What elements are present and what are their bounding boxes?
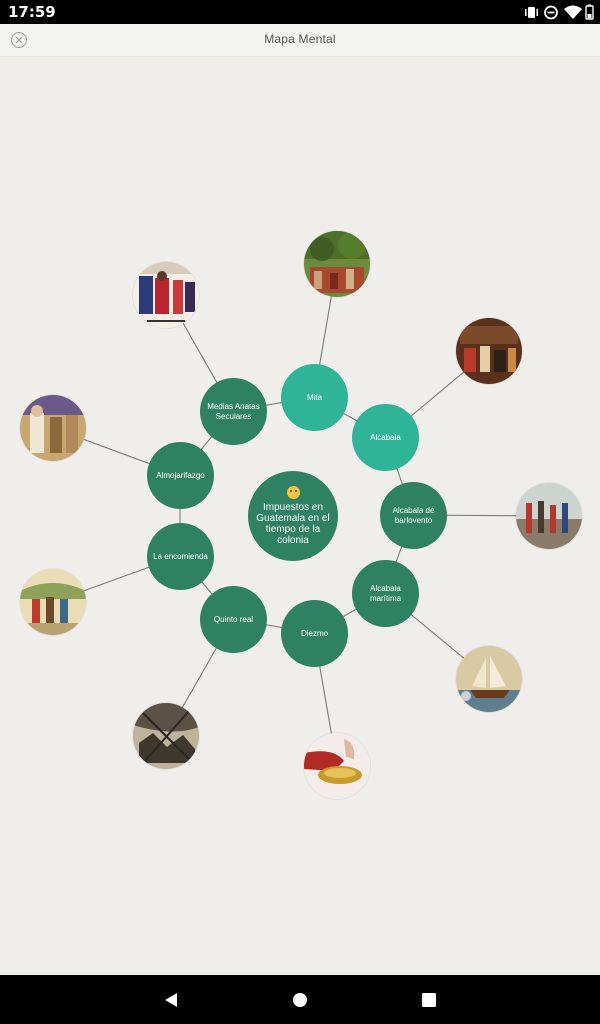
indigenous-labor-image[interactable]: [304, 231, 370, 297]
node-alcabala-barlovento[interactable]: Alcabala de barlovento: [380, 482, 447, 549]
node-alcabala-label: Alcabala: [370, 432, 401, 442]
node-quinto-real[interactable]: Quinto real: [200, 586, 267, 653]
status-bar: 17:59: [0, 0, 600, 24]
node-quinto-real-label: Quinto real: [213, 614, 254, 624]
node-la-encomienda-label: La encomienda: [153, 551, 208, 561]
node-alcabala[interactable]: Alcabala: [352, 404, 419, 471]
node-alcabala-maritima-label: Alcabala marítima: [369, 584, 402, 603]
status-icons: [524, 4, 594, 20]
center-topic-label: Impuestos en Guatemala en el tiempo de l…: [256, 502, 330, 546]
recents-icon[interactable]: [421, 992, 437, 1008]
do-not-disturb-icon: [544, 5, 558, 20]
home-icon[interactable]: [292, 992, 308, 1008]
node-almojarifazgo-label: Almojarifazgo: [156, 470, 205, 480]
battery-icon: [585, 4, 594, 20]
mind-map-canvas[interactable]: Mita Alcabala Alcabala de barlovento Alc…: [0, 57, 600, 975]
node-mita-label: Mita: [306, 392, 323, 402]
close-icon: [15, 36, 23, 44]
node-diezmo-label: Diezmo: [300, 628, 329, 638]
node-alcabala-maritima[interactable]: Alcabala marítima: [352, 560, 419, 627]
node-medias-anatas-label: Medias Anatas Seculares: [207, 402, 260, 421]
colonial-market-image[interactable]: [456, 318, 522, 384]
status-time: 17:59: [8, 3, 56, 21]
close-button[interactable]: [11, 32, 27, 48]
node-almojarifazgo[interactable]: Almojarifazgo: [147, 442, 214, 509]
node-medias-anatas[interactable]: Medias Anatas Seculares: [200, 378, 267, 445]
smiley-emoji-icon: [286, 486, 300, 499]
wifi-icon: [564, 5, 582, 19]
mining-engraving-image[interactable]: [133, 703, 199, 769]
sailing-ship-image[interactable]: [456, 646, 522, 712]
colonial-officials-image[interactable]: [133, 262, 199, 328]
soldiers-image[interactable]: [516, 483, 582, 549]
node-mita[interactable]: Mita: [281, 364, 348, 431]
center-topic-node[interactable]: Impuestos en Guatemala en el tiempo de l…: [248, 471, 338, 561]
tithe-offering-image[interactable]: [304, 733, 370, 799]
back-icon[interactable]: [163, 992, 179, 1008]
page-title: Mapa Mental: [264, 32, 336, 46]
app-header: Mapa Mental: [0, 24, 600, 57]
encomienda-image[interactable]: [20, 569, 86, 635]
vibrate-icon: [525, 7, 538, 18]
node-la-encomienda[interactable]: La encomienda: [147, 523, 214, 590]
node-diezmo[interactable]: Diezmo: [281, 600, 348, 667]
navigation-bar: [0, 975, 600, 1024]
colonial-figures-image[interactable]: [20, 395, 86, 461]
node-alcabala-barlovento-label: Alcabala de barlovento: [392, 506, 435, 525]
